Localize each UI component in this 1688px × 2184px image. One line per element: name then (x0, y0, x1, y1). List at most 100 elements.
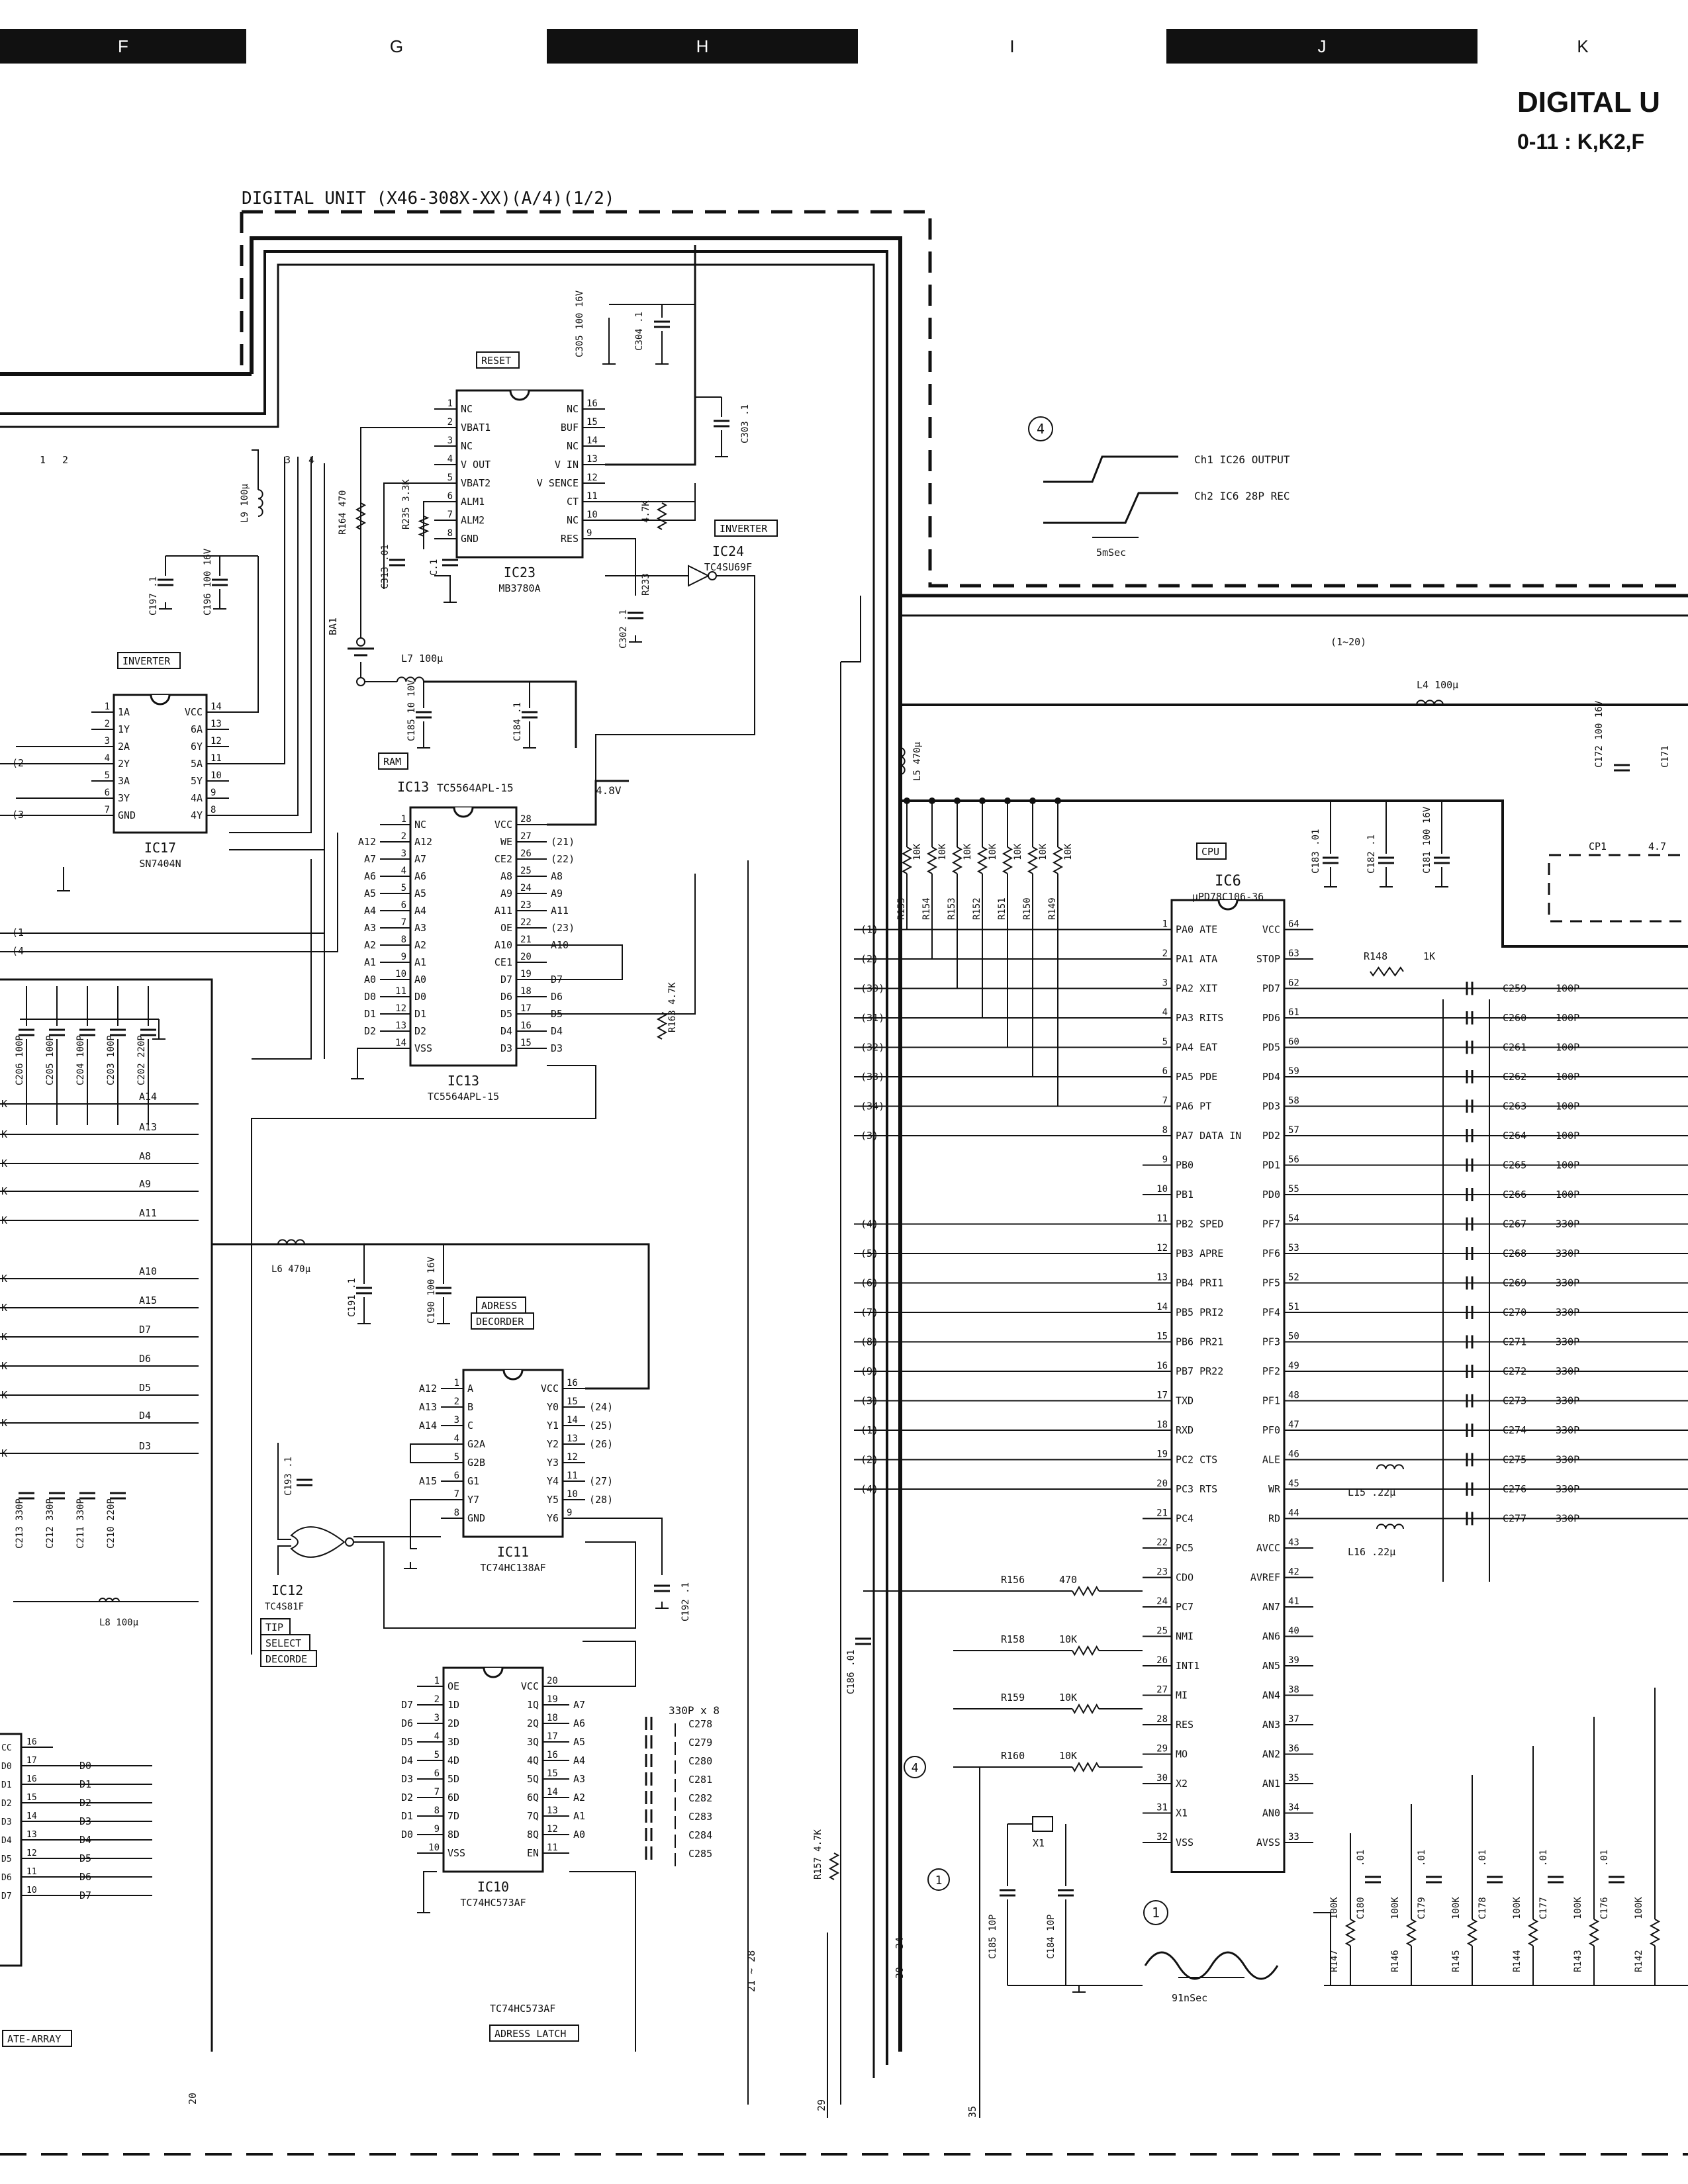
ic6-pin-number: 11 (1156, 1214, 1168, 1224)
ic17-pin-name: 6A (191, 723, 203, 735)
ic17-body (113, 694, 208, 834)
ic10-pin-number: 19 (547, 1694, 558, 1705)
ic13-pin-name: A0 (414, 974, 426, 985)
ic13-pin-name: D5 (500, 1008, 512, 1020)
ic11-pin-name: Y7 (467, 1494, 479, 1506)
ic6-pin-name: CDO (1176, 1572, 1194, 1584)
gate-array-tag: ATE-ARRAY (7, 2033, 61, 2045)
ic6-pin-number: 51 (1288, 1302, 1299, 1312)
ic10-net-label: D2 (401, 1792, 413, 1803)
passive-components (19, 320, 1688, 1993)
ic6-part: µPD78C106-36 (1192, 891, 1264, 903)
ic6-net: (3) (861, 1130, 878, 1142)
ic6-cap-c272: C272 (1503, 1365, 1526, 1377)
an-cap-value: .01 (1356, 1850, 1366, 1866)
r157-label: R157 4.7K (813, 1829, 823, 1880)
ic24-tag-box (714, 520, 778, 537)
ic13-net-label: A10 (551, 939, 569, 951)
ic17-pin-name: 3Y (118, 792, 130, 804)
wire (569, 1641, 636, 1687)
resistor (1072, 1645, 1100, 1657)
an-cap-value: .01 (1477, 1850, 1488, 1866)
ic6-pin-number: 13 (1156, 1273, 1168, 1283)
ic24-tag: INVERTER (720, 523, 768, 535)
ga-pin-name: CC (1, 1743, 12, 1753)
ic6-pin-name: PF6 (1262, 1248, 1280, 1259)
ic6-pin-number: 60 (1288, 1037, 1299, 1048)
ic10-net-label: D7 (401, 1699, 413, 1711)
ga-pin-number: 15 (26, 1793, 37, 1803)
ic6-pin-name: PC4 (1176, 1513, 1194, 1525)
ic17-pin-number: 8 (211, 805, 216, 815)
an-res: R143 (1573, 1950, 1583, 1972)
ic6-pin-name: AN1 (1262, 1778, 1280, 1790)
an-cap: C179 (1417, 1897, 1427, 1919)
ic6-pin-name: RES (1176, 1719, 1194, 1731)
ic10-pin-name: EN (527, 1847, 539, 1859)
ic10-pin-number: 12 (547, 1824, 558, 1835)
ic11-pin-name: Y5 (547, 1494, 559, 1506)
ic13-pin-number: 20 (520, 952, 532, 962)
ic12-tag-1-box (260, 1618, 291, 1635)
ic6-pin-name: AN0 (1262, 1807, 1280, 1819)
ic6-net: (3) (861, 1395, 878, 1407)
ga-pin-number: 10 (26, 1886, 37, 1895)
ic6-pin-number: 26 (1156, 1655, 1168, 1666)
bus-20: 20 (187, 2093, 199, 2105)
ga-k: K (1, 1447, 7, 1459)
an-cap-value: .01 (1417, 1850, 1427, 1866)
ic13-pin-name: WE (500, 836, 512, 848)
ic13-pin-number: 16 (520, 1021, 532, 1031)
ic6-pin-number: 55 (1288, 1184, 1299, 1195)
ic6-pin-name: STOP (1256, 953, 1280, 965)
resistor (1344, 1919, 1356, 1946)
wire (229, 457, 285, 764)
ga-net-d4: D4 (139, 1410, 151, 1422)
ic13-pin-number: 4 (401, 866, 406, 876)
ic10-pin-number: 20 (547, 1676, 558, 1686)
waveform1-sine (1144, 1951, 1279, 1980)
wire (251, 1065, 596, 1655)
ic6-pin-name: X2 (1176, 1778, 1188, 1790)
pullup-value: 10K (1063, 843, 1074, 860)
an-cap: C176 (1599, 1897, 1610, 1919)
wire (547, 780, 629, 826)
ic6-cap-c277: C277 (1503, 1513, 1526, 1525)
ic10-c282: C282 (688, 1792, 712, 1804)
ic6-cap-c264: C264 (1503, 1130, 1526, 1142)
ic6-pin-name: PA2 XIT (1176, 983, 1217, 995)
ic6-net: (1) (861, 924, 878, 936)
ga-k: K (1, 1185, 7, 1197)
l7-label: L7 100µ (401, 653, 443, 664)
ic6-cap-value: 100P (1556, 1130, 1579, 1142)
c304-label: C304 .1 (634, 312, 645, 351)
ic11-net-label: (24) (589, 1401, 613, 1413)
ic23-pin-name: NC (567, 440, 579, 452)
ic6-pin-number: 41 (1288, 1596, 1299, 1607)
ic6-cap-value: 330P (1556, 1365, 1579, 1377)
ic6-net: (6) (861, 1277, 878, 1289)
marker-4b-label: 4 (912, 1761, 919, 1775)
ic10-net-label: A2 (573, 1792, 585, 1803)
ic10-pin-name: 3D (447, 1736, 459, 1748)
ic17-pin-name: 1Y (118, 723, 130, 735)
ic23-pin-name: CT (567, 496, 579, 508)
pullup-r153: R153 (947, 897, 957, 920)
wire (357, 1048, 380, 1072)
ic13-net-label: A8 (551, 870, 563, 882)
ic17-notch (150, 694, 171, 705)
wire (229, 457, 299, 816)
wire (605, 483, 696, 521)
ic23-pin-number: 6 (447, 491, 453, 502)
ic10-net-label: A5 (573, 1736, 585, 1748)
ic6-cap-c265: C265 (1503, 1160, 1526, 1171)
ic6-pin-name: AN4 (1262, 1690, 1280, 1702)
ic10-pin-number: 18 (547, 1713, 558, 1723)
ic6-cap-c260: C260 (1503, 1012, 1526, 1024)
ic6-pin-name: PD6 (1262, 1012, 1280, 1024)
ga-pin-number: 14 (26, 1811, 37, 1821)
ic6-cap-value: 100P (1556, 1012, 1579, 1024)
ic11-pin-name: B (467, 1401, 473, 1413)
sheet-subtitle: 0-11 : K,K2,F (1517, 130, 1645, 154)
